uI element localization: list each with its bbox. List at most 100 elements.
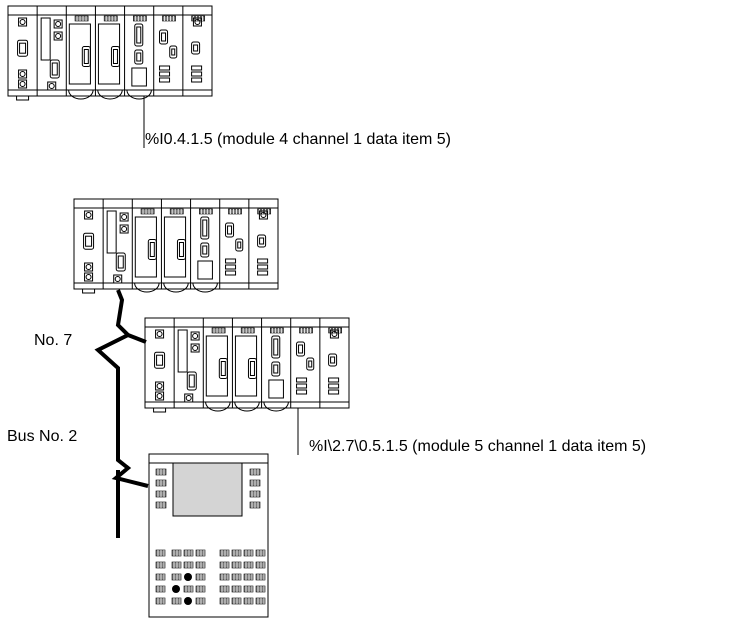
terminal-block: [296, 377, 308, 383]
io-module-slot-5: [159, 6, 184, 96]
module-label-strip: [195, 573, 206, 581]
connector-icon: [81, 46, 91, 67]
terminal-block: [328, 377, 340, 383]
module-label-strip: [219, 561, 230, 569]
connector-icon: [159, 29, 169, 45]
module-label-strip: [155, 573, 166, 581]
module-label-strip: [240, 327, 255, 334]
screw-icon: [18, 69, 28, 79]
screw-icon: [84, 262, 94, 272]
module-label-strip: [155, 585, 166, 593]
module-label-strip: [243, 561, 254, 569]
module-label-strip: [231, 561, 242, 569]
io-module-slot-2: [205, 318, 233, 408]
module-cover-flap: [68, 89, 94, 100]
connector-icon: [134, 49, 144, 65]
terminal-block: [159, 65, 171, 71]
module-label-strip: [171, 573, 182, 581]
remote-rack-tap: [127, 333, 147, 344]
module-label-strip: [219, 549, 230, 557]
module-label-strip: [231, 549, 242, 557]
terminal-block: [191, 71, 203, 77]
screw-icon: [18, 17, 28, 27]
bus-cable: [94, 289, 149, 538]
connector-icon: [247, 358, 257, 379]
terminal-block: [159, 71, 171, 77]
connector-icon: [186, 371, 197, 391]
terminal-block: [257, 258, 269, 264]
operator-terminal: [148, 453, 269, 618]
connector-icon: [134, 23, 144, 47]
module-label-strip: [231, 597, 242, 605]
module-label-strip: [255, 573, 266, 581]
terminal-block: [159, 77, 171, 83]
power-supply-module: [153, 318, 175, 413]
screw-icon: [84, 272, 94, 282]
station-number-label: No. 7: [34, 332, 73, 349]
connector-icon: [257, 234, 267, 248]
module-label-strip: [195, 597, 206, 605]
connector-icon: [49, 59, 60, 79]
io-module-slot-4: [268, 318, 292, 408]
power-supply-module: [82, 199, 104, 294]
io-module-slot-4: [131, 6, 155, 96]
plc-rack-icon: [7, 5, 213, 101]
module-label-strip: [249, 490, 261, 498]
module-cover-flap: [234, 401, 260, 412]
io-module-slot-6: [257, 208, 272, 276]
bus-cable-segment: [94, 289, 149, 488]
keypad-button-round: [184, 597, 192, 605]
connector-icon: [296, 341, 306, 357]
module-label-strip: [255, 585, 266, 593]
module-label-strip: [219, 585, 230, 593]
io-module-slot-3: [97, 6, 126, 96]
bus-number-label: Bus No. 2: [7, 428, 78, 445]
module-cover-flap: [126, 89, 152, 100]
plc-rack-middle: [73, 198, 279, 294]
screw-icon: [119, 212, 129, 222]
connector-icon: [218, 358, 228, 379]
module-label-strip: [243, 549, 254, 557]
module-label-strip: [183, 549, 194, 557]
module-label-strip: [155, 479, 167, 487]
connector-icon: [17, 39, 29, 57]
module-label-strip: [140, 208, 155, 215]
module-label-strip: [255, 561, 266, 569]
plc-rack-icon: [73, 198, 279, 294]
connector-icon: [176, 239, 186, 260]
module-label-strip: [249, 501, 261, 509]
screw-icon: [329, 329, 339, 339]
io-module-slot-3: [234, 318, 263, 408]
terminal-display: [172, 462, 243, 517]
connector-icon: [235, 238, 244, 252]
module-label-strip: [183, 561, 194, 569]
connector-icon: [115, 252, 126, 272]
module-label-strip: [155, 549, 166, 557]
module-label-strip: [231, 585, 242, 593]
module-label-strip: [155, 490, 167, 498]
connector-icon: [169, 45, 178, 59]
connector-icon: [200, 216, 210, 240]
terminal-block: [225, 258, 237, 264]
module-label-strip: [219, 597, 230, 605]
module-label-strip: [155, 561, 166, 569]
module-label-strip: [270, 327, 284, 334]
processor-module: [40, 6, 67, 96]
screw-icon: [155, 391, 165, 401]
terminal-frame: [148, 453, 269, 618]
screw-icon: [184, 393, 194, 403]
terminal-block: [328, 383, 340, 389]
connector-icon: [147, 239, 157, 260]
address-label-remote: %I\2.7\0.5.1.5 (module 5 channel 1 data …: [309, 438, 647, 455]
module-label-strip: [243, 585, 254, 593]
processor-module: [106, 199, 133, 289]
module-label-strip: [249, 468, 261, 476]
io-module-slot-6: [191, 15, 206, 83]
rack-frame: [144, 317, 350, 409]
module-label-strip: [243, 573, 254, 581]
screw-icon: [155, 329, 165, 339]
screw-icon: [190, 331, 200, 341]
module-label-strip: [162, 15, 176, 22]
module-cover-flap: [263, 401, 289, 412]
